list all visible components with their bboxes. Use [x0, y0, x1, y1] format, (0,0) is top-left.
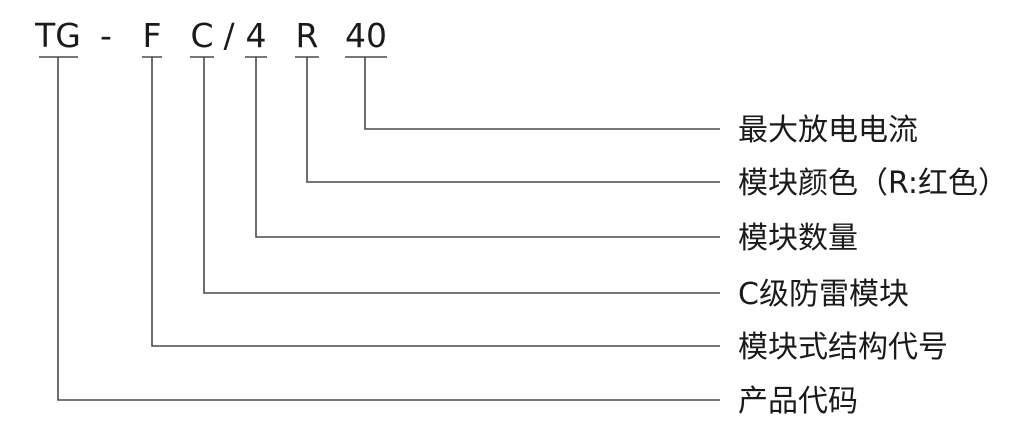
desc-module-quantity: 模块数量	[738, 221, 858, 256]
leader-lines	[57, 57, 720, 401]
code-token-dash: -	[100, 16, 112, 55]
desc-class-c-module: C级防雷模块	[738, 277, 909, 312]
desc-module-color: 模块颜色（R:红色）	[738, 166, 1008, 201]
model-code: TG - F C / 4 R 40	[34, 16, 387, 55]
code-token-class: C	[190, 16, 213, 55]
leader-color	[306, 57, 720, 183]
code-token-quantity: 4	[246, 16, 267, 55]
code-token-slash: /	[223, 16, 235, 55]
code-token-product: TG	[34, 16, 81, 55]
code-token-color: R	[296, 16, 319, 55]
leader-class	[203, 57, 720, 294]
desc-product-code: 产品代码	[738, 384, 858, 419]
desc-max-discharge-current: 最大放电电流	[738, 113, 918, 148]
leader-structure	[151, 57, 720, 347]
leader-current	[364, 57, 720, 130]
descriptions: 最大放电电流 模块颜色（R:红色） 模块数量 C级防雷模块 模块式结构代号 产品…	[738, 113, 1008, 419]
leader-product	[57, 57, 720, 401]
code-token-current: 40	[345, 16, 387, 55]
code-token-structure: F	[143, 16, 162, 55]
desc-structure-code: 模块式结构代号	[738, 330, 948, 365]
leader-quantity	[255, 57, 720, 238]
